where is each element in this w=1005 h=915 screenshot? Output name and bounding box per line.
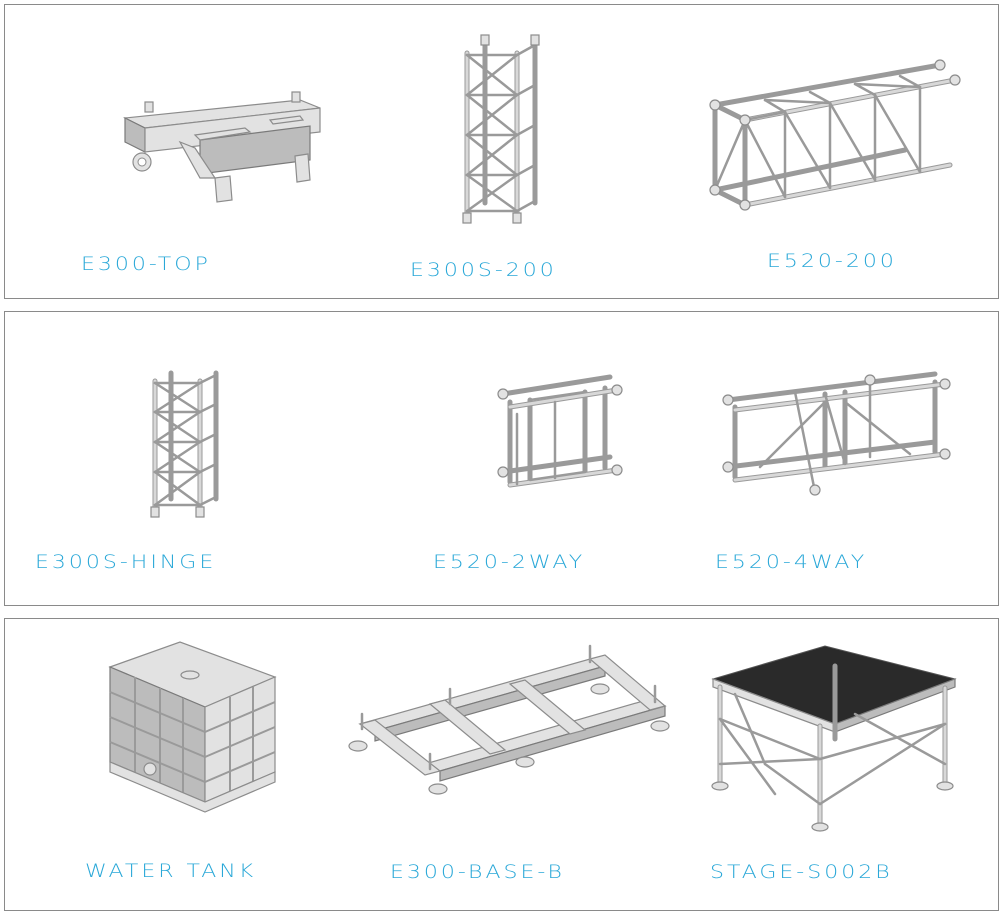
product-label: E300S-HINGE	[35, 551, 217, 574]
product-e300-base-b	[348, 634, 675, 804]
product-e300s-hinge	[145, 367, 230, 527]
product-e520-4way	[720, 371, 951, 497]
e300s-200-truss-icon	[462, 34, 540, 224]
product-label: E300-BASE-B	[390, 861, 565, 884]
product-e520-200	[705, 59, 961, 220]
product-label: E300S-200	[410, 259, 557, 282]
product-row-3: WATER TANK E300-BASE-B	[4, 618, 999, 911]
product-e300s-200	[455, 34, 550, 250]
product-row-2: E300S-HINGE E520-2WAY	[4, 311, 999, 606]
product-label: E300-TOP	[81, 253, 211, 276]
product-e300-top	[120, 90, 330, 210]
stage-s002b-icon	[711, 645, 957, 832]
product-stage-s002b	[705, 634, 965, 844]
e520-2way-truss-icon	[497, 374, 623, 488]
e520-4way-truss-icon	[722, 371, 951, 496]
product-water-tank	[105, 637, 280, 813]
product-label: STAGE-S002B	[710, 861, 893, 884]
water-tank-icon	[108, 641, 277, 813]
product-e520-2way	[495, 372, 625, 497]
product-label: E520-2WAY	[433, 551, 586, 574]
product-label: WATER TANK	[85, 860, 257, 883]
e300s-hinge-truss-icon	[150, 370, 219, 518]
product-row-1: E300-TOP	[4, 4, 999, 299]
e300-base-b-icon	[348, 644, 670, 795]
product-label: E520-4WAY	[715, 551, 868, 574]
e520-200-truss-icon	[709, 59, 961, 211]
e300-top-truss-icon	[122, 91, 321, 203]
product-label: E520-200	[767, 250, 897, 273]
